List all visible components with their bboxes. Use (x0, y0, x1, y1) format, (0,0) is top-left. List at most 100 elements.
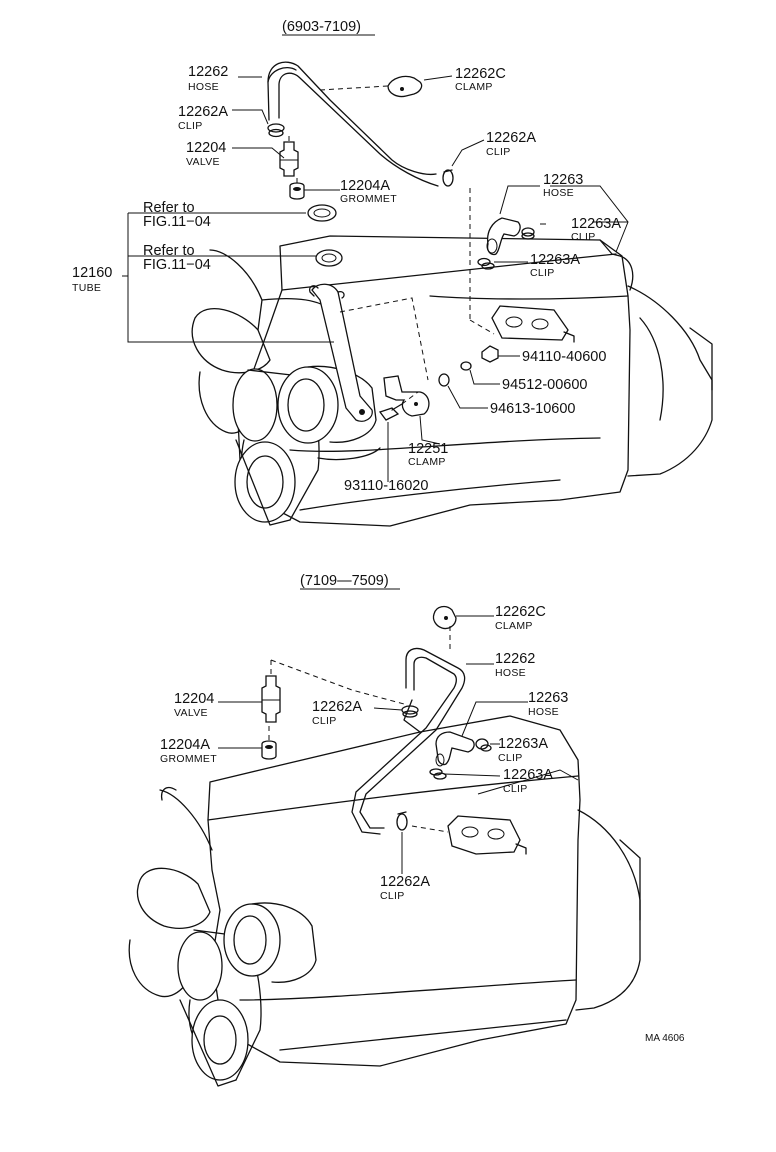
clip-12262a-right (442, 169, 454, 187)
section-period-label: (6903-7109) (282, 19, 361, 35)
part-number: 12262A (380, 874, 430, 890)
section-6903-7109: (6903-7109) (72, 19, 713, 527)
reference-text: Refer to (143, 200, 195, 216)
grommet-12204a (289, 182, 305, 200)
label-clip-12262a-right: 12262A CLIP (486, 130, 536, 158)
hose-12263 (435, 731, 475, 767)
valve-12204 (279, 141, 299, 177)
label-clip-12262a-upper: 12262A CLIP (312, 699, 362, 727)
part-name: CLIP (530, 267, 555, 279)
label-clip-12263a-1: 12263A CLIP (498, 736, 548, 764)
part-name: CLIP (178, 120, 203, 132)
label-valve-12204: 12204 VALVE (186, 140, 226, 168)
part-number: 94613-10600 (490, 401, 575, 417)
part-name: CLIP (486, 146, 511, 158)
part-number: 12204 (174, 691, 214, 707)
engine-block (128, 699, 641, 1087)
section-period-label: (7109—7509) (300, 573, 389, 589)
part-name: VALVE (186, 156, 220, 168)
hose-12262 (359, 647, 466, 829)
part-number: 12262C (455, 66, 506, 82)
reference-text: Refer to (143, 243, 195, 259)
part-number: 93110-16020 (344, 478, 428, 494)
reference-figure: FIG.11−04 (143, 257, 211, 273)
mounting-plate (447, 815, 527, 855)
part-name: CLIP (312, 715, 337, 727)
label-hose-12263: 12263 HOSE (528, 690, 568, 718)
label-ref-fig-11-04-b: Refer to FIG.11−04 (143, 243, 211, 273)
part-number: 12263 (543, 172, 583, 188)
part-name: CLIP (380, 890, 405, 902)
label-clamp-12262c: 12262C CLAMP (495, 604, 546, 632)
grommet-12204a (261, 740, 277, 760)
label-hose-12262: 12262 HOSE (495, 651, 535, 679)
part-number: 12263A (498, 736, 548, 752)
label-washer-94512: 94512-00600 (502, 377, 587, 393)
label-clip-12262a-lower: 12262A CLIP (380, 874, 430, 902)
part-number: 12204 (186, 140, 226, 156)
part-number: 12262C (495, 604, 546, 620)
label-bolt-93110: 93110-16020 (344, 478, 428, 494)
label-clamp-12251: 12251 CLAMP (408, 441, 448, 468)
part-name: GROMMET (160, 753, 217, 765)
part-number: 12204A (340, 178, 390, 194)
part-name: CLIP (498, 752, 523, 764)
part-number: 94110-40600 (522, 349, 606, 365)
part-number: 12204A (160, 737, 210, 753)
part-number: 12262 (188, 64, 228, 80)
figure-code: MA 4606 (645, 1033, 685, 1044)
hose-12263 (486, 217, 521, 256)
label-clip-12262a-left: 12262A CLIP (178, 104, 228, 132)
part-name: GROMMET (340, 193, 397, 205)
label-hose-12263: 12263 HOSE (543, 172, 583, 199)
mounting-plate (491, 305, 575, 343)
leader-lines-top (122, 75, 629, 482)
label-grommet-12204a: 12204A GROMMET (160, 737, 217, 765)
part-number: 12263A (530, 252, 580, 268)
clip-12263a-1 (521, 227, 535, 240)
label-clamp-12262c: 12262C CLAMP (455, 66, 506, 93)
clamp-12262c (387, 75, 423, 98)
label-washer-94613: 94613-10600 (490, 401, 575, 417)
part-number: 12262 (495, 651, 535, 667)
clip-12262a-left (267, 123, 285, 138)
reference-figure: FIG.11−04 (143, 214, 211, 230)
clip-12263a-2 (477, 257, 495, 270)
label-clip-12263a-1: 12263A CLIP (571, 216, 621, 243)
nut-94110 (481, 345, 499, 363)
clamp-12251 (383, 375, 430, 417)
part-number: 12263 (528, 690, 568, 706)
label-clip-12263a-2: 12263A CLIP (503, 767, 553, 795)
tube-12160 (308, 283, 373, 422)
leader-lines-bottom (218, 615, 579, 874)
part-name: CLIP (503, 783, 528, 795)
part-number: 12262A (486, 130, 536, 146)
part-name: CLAMP (408, 456, 446, 468)
part-number: 12263A (571, 216, 621, 232)
part-name: VALVE (174, 707, 208, 719)
hose-12262 (267, 61, 437, 176)
clip-12262a-lower (396, 811, 408, 831)
part-name: HOSE (495, 667, 526, 679)
label-hose-12262: 12262 HOSE (188, 64, 228, 93)
washer-94512 (460, 361, 472, 371)
part-name: TUBE (72, 282, 101, 294)
part-number: 12160 (72, 265, 112, 281)
part-number: 94512-00600 (502, 377, 587, 393)
part-name: HOSE (528, 706, 559, 718)
valve-12204 (261, 675, 281, 723)
part-number: 12262A (312, 699, 362, 715)
washer-94613 (438, 373, 450, 387)
label-tube-12160: 12160 TUBE (72, 265, 112, 294)
part-number: 12251 (408, 441, 448, 457)
section-7109-7509: (7109—7509) (128, 573, 685, 1087)
clip-12262a-upper (401, 705, 419, 718)
part-name: CLAMP (495, 620, 533, 632)
part-name: CLAMP (455, 81, 493, 93)
part-name: HOSE (188, 81, 219, 93)
part-number: 12262A (178, 104, 228, 120)
bolt-93110 (378, 403, 403, 421)
clip-12263a-2 (429, 768, 447, 780)
clip-12263a-1 (475, 738, 492, 752)
